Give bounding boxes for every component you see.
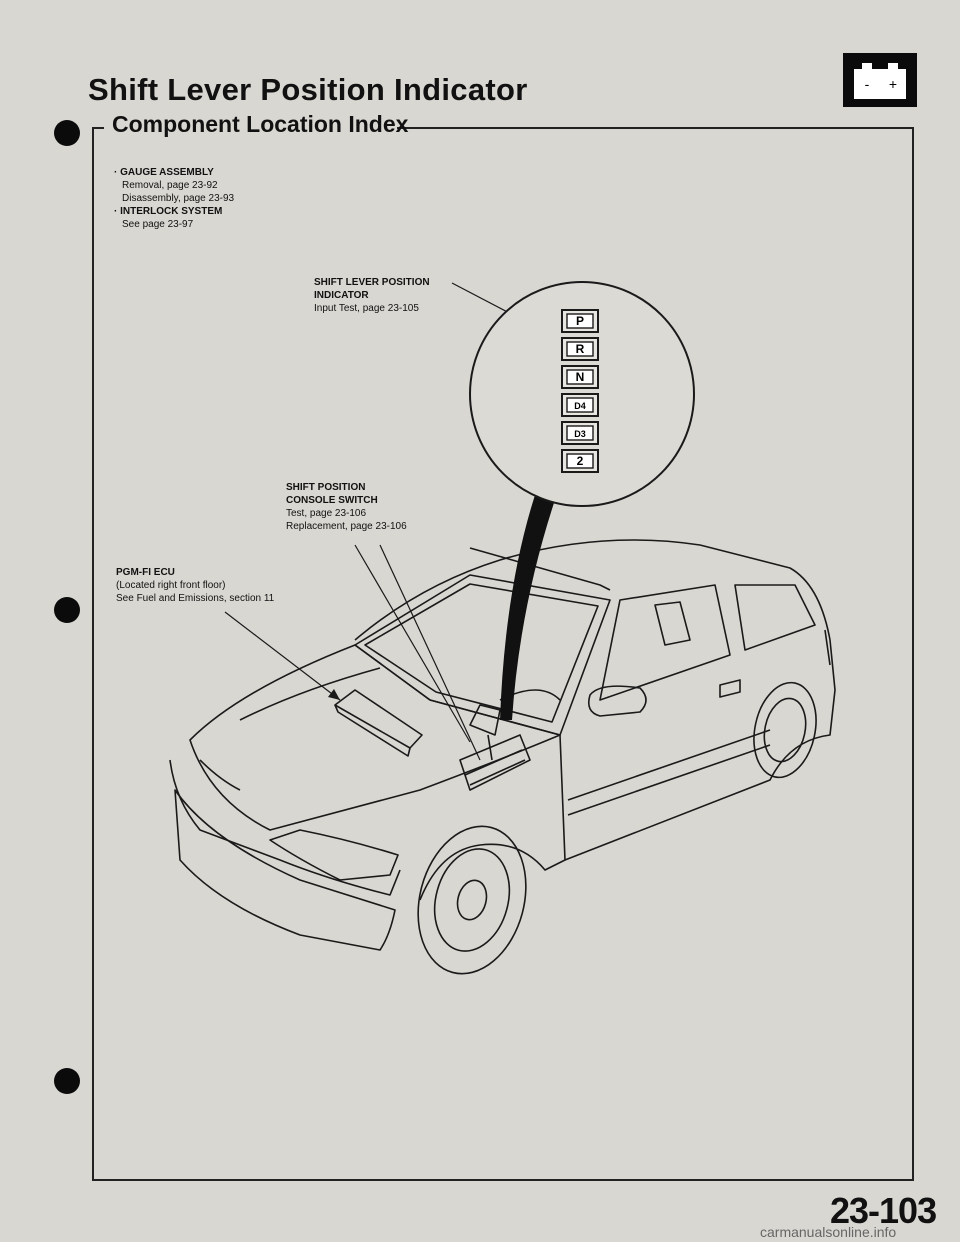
windshield-inner — [364, 583, 599, 723]
rear-tire — [753, 681, 817, 779]
callout-indicator: SHIFT LEVER POSITION INDICATOR Input Tes… — [314, 276, 430, 315]
binder-hole — [54, 597, 80, 623]
frame-top-rule — [92, 127, 104, 129]
index-ref: Removal, page 23-92 — [122, 180, 218, 191]
index-item-gauge: · GAUGE ASSEMBLY — [114, 167, 214, 178]
section-title: Component Location Index — [112, 111, 409, 137]
gear-label-n: N — [576, 370, 585, 384]
index-ref: See page 23-97 — [122, 219, 194, 230]
hood-line — [239, 667, 381, 721]
component-index: · GAUGE ASSEMBLY Removal, page 23-92 Dis… — [114, 166, 234, 231]
index-item-interlock: · INTERLOCK SYSTEM — [114, 206, 223, 217]
gear-window — [566, 425, 594, 441]
gear-label-d3: D3 — [574, 429, 586, 439]
side-window-front — [599, 584, 731, 701]
side-stripe — [567, 729, 771, 801]
gear-window — [566, 369, 594, 385]
battery-icon: - + — [843, 53, 917, 107]
binder-hole — [54, 1068, 80, 1094]
index-ref: Disassembly, page 23-93 — [122, 193, 235, 204]
gear-label-d4: D4 — [574, 401, 586, 411]
leader-line-ecu — [224, 611, 341, 701]
callout-label: SHIFT LEVER POSITION — [314, 277, 430, 288]
callout-ref: See Fuel and Emissions, section 11 — [116, 593, 275, 604]
grille-line — [199, 759, 241, 791]
gear-label-2: 2 — [577, 454, 584, 468]
front-tire — [417, 825, 527, 975]
headlight — [269, 829, 399, 881]
callout-ref: Replacement, page 23-106 — [286, 521, 407, 532]
arrowhead — [328, 689, 340, 700]
battery-minus: - — [865, 76, 870, 92]
rear-light — [824, 629, 831, 666]
front-bumper — [169, 759, 401, 896]
roof-line — [469, 547, 611, 591]
gear-window — [566, 313, 594, 329]
gear-window — [566, 397, 594, 413]
ecu-edge — [334, 704, 411, 757]
seat-headrest — [654, 601, 691, 646]
front-lower — [174, 789, 396, 951]
zoom-wedge — [500, 480, 560, 720]
front-fender — [419, 734, 566, 901]
ecu-module — [334, 689, 423, 749]
callout-ecu: PGM-FI ECU (Located right front floor) S… — [116, 566, 274, 605]
callout-switch: SHIFT POSITION CONSOLE SWITCH Test, page… — [286, 481, 407, 533]
callout-label: PGM-FI ECU — [116, 567, 175, 578]
gear-label-p: P — [576, 314, 584, 328]
gear-window — [566, 341, 594, 357]
content-frame — [92, 127, 914, 1181]
frame-top-rule — [397, 127, 914, 129]
battery-plus: + — [889, 76, 897, 92]
callout-ref: Input Test, page 23-105 — [314, 303, 419, 314]
callout-label: SHIFT POSITION — [286, 482, 366, 493]
footer-watermark: carmanualsonline.info — [760, 1224, 897, 1240]
binder-hole — [54, 120, 80, 146]
leader-line-switch — [354, 544, 471, 743]
callout-ref: (Located right front floor) — [116, 580, 226, 591]
console-switch — [459, 734, 531, 791]
shift-knob — [469, 704, 501, 736]
console-detail — [464, 749, 526, 786]
callout-ref: Test, page 23-106 — [286, 508, 367, 519]
side-stripe — [567, 744, 771, 816]
windshield — [354, 574, 611, 736]
door-handle — [719, 679, 741, 698]
rear-rim — [763, 697, 807, 763]
gear-label-r: R — [576, 342, 585, 356]
page-title: Shift Lever Position Indicator — [88, 72, 528, 107]
front-rim — [433, 848, 511, 952]
side-mirror — [587, 685, 647, 717]
gear-window — [566, 453, 594, 469]
shift-rod — [487, 734, 493, 761]
callout-label: INDICATOR — [314, 290, 369, 301]
front-hub — [456, 879, 488, 921]
side-window-rear — [734, 584, 816, 651]
callout-label: CONSOLE SWITCH — [286, 495, 378, 506]
page-number: 23-103 — [830, 1190, 937, 1231]
car-roof — [354, 539, 831, 641]
leader-line-switch — [379, 544, 481, 761]
